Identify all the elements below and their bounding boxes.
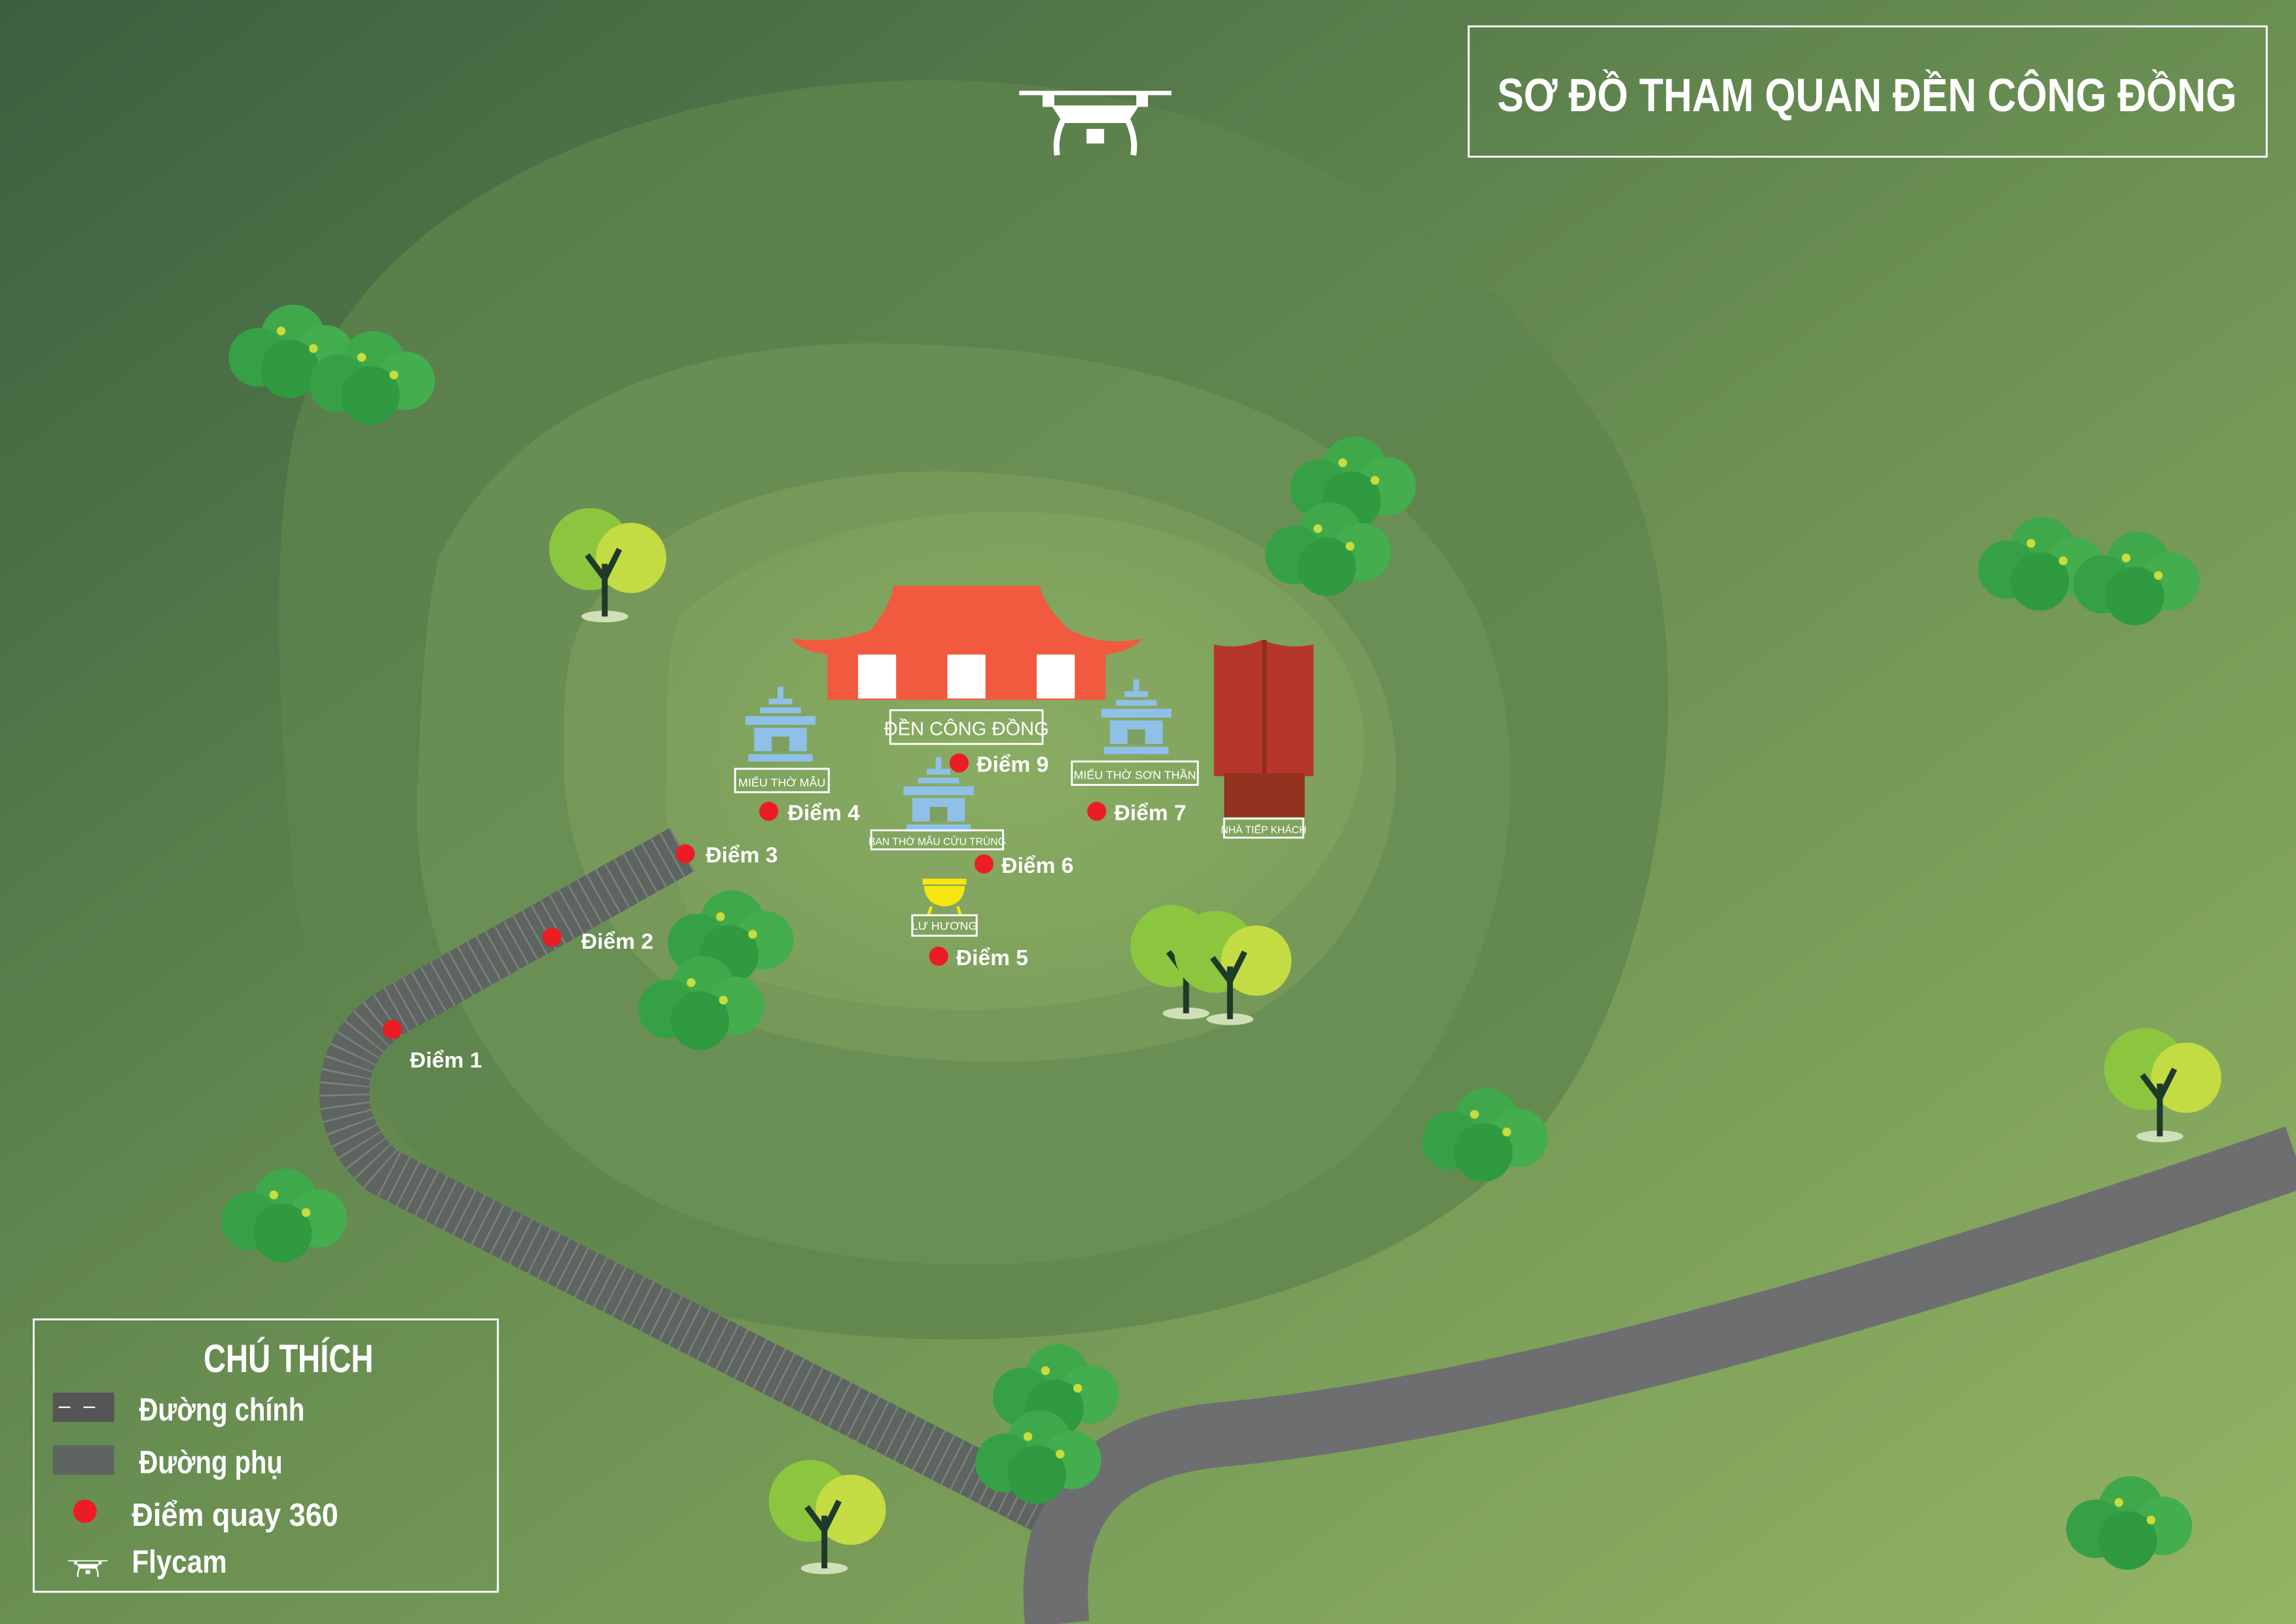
point-9[interactable]: Điểm 9 [949, 752, 1049, 777]
point-label: Điểm 4 [788, 801, 860, 825]
nha-tiep-khach-label: NHÀ TIẾP KHÁCH [1221, 823, 1306, 836]
red-dot-icon [73, 1499, 97, 1523]
point-marker[interactable] [542, 927, 562, 947]
main-road-swatch [52, 1392, 115, 1422]
point-label: Điểm 5 [956, 946, 1028, 970]
legend-label: Đường chính [139, 1392, 305, 1428]
mieu-tho-mau-label: MIẾU THỜ MẪU [738, 775, 825, 789]
point-label: Điểm 7 [1115, 801, 1187, 825]
legend-title: CHÚ THÍCH [204, 1336, 374, 1381]
contour-core [666, 511, 1364, 1010]
point-5[interactable]: Điểm 5 [929, 946, 1028, 970]
points-layer: Điểm 1 Điểm 2 Điểm 3 Điểm 4 Điểm 5 Điểm 6 Điểm… [383, 752, 1187, 1073]
point-label: Điểm 1 [410, 1049, 482, 1073]
point-label: Điểm 6 [1001, 854, 1073, 878]
legend-label: Flycam [132, 1544, 226, 1580]
mieu-tho-son-than-label: MIẾU THỜ SƠN THẦN [1073, 768, 1196, 782]
point-1[interactable]: Điểm 1 [383, 1019, 482, 1073]
point-marker[interactable] [949, 753, 969, 773]
point-marker[interactable] [929, 946, 948, 966]
page-title: SƠ ĐỒ THAM QUAN ĐỀN CÔNG ĐỒNG [1498, 69, 2237, 122]
point-3[interactable]: Điểm 3 [675, 843, 778, 868]
point-label: Điểm 3 [706, 843, 778, 868]
point-marker[interactable] [1087, 802, 1107, 821]
title-box: SƠ ĐỒ THAM QUAN ĐỀN CÔNG ĐỒNG [1467, 25, 2268, 158]
mieu-tho-son-than: MIẾU THỜ SƠN THẦN [1071, 679, 1199, 786]
point-marker[interactable] [974, 854, 994, 874]
ban-tho-mau-cuu-trung: BAN THỜ MẪU CỬU TRÙNG [869, 757, 1006, 851]
mieu-tho-mau: MIẾU THỜ MẪU [734, 686, 830, 794]
lu-huong-label: LƯ HƯƠNG [912, 919, 978, 932]
point-marker[interactable] [759, 802, 779, 821]
incense-burner-icon [922, 878, 967, 916]
point-6[interactable]: Điểm 6 [974, 854, 1073, 878]
ban-tho-label: BAN THỜ MẪU CỬU TRÙNG [869, 835, 1006, 847]
point-label: Điểm 9 [977, 752, 1049, 777]
main-temple-label: ĐỀN CÔNG ĐỒNG [884, 717, 1049, 739]
point-marker[interactable] [383, 1019, 403, 1039]
side-path [319, 827, 1054, 1531]
main-road [1023, 1126, 2296, 1624]
legend-label: Đường phụ [139, 1444, 283, 1480]
point-7[interactable]: Điểm 7 [1087, 801, 1187, 825]
legend: CHÚ THÍCH Đường chính Đường phụ Điểm qua… [33, 1318, 499, 1593]
point-2[interactable]: Điểm 2 [542, 927, 653, 954]
point-4[interactable]: Điểm 4 [759, 801, 860, 825]
point-label: Điểm 2 [581, 930, 653, 954]
side-road-swatch [52, 1445, 115, 1475]
legend-label: Điểm quay 360 [132, 1497, 338, 1533]
main-temple: ĐỀN CÔNG ĐỒNG [791, 586, 1143, 745]
point-marker[interactable] [675, 844, 695, 864]
nha-tiep-khach: NHÀ TIẾP KHÁCH [1213, 640, 1314, 839]
lu-huong: LƯ HƯƠNG [911, 878, 978, 937]
